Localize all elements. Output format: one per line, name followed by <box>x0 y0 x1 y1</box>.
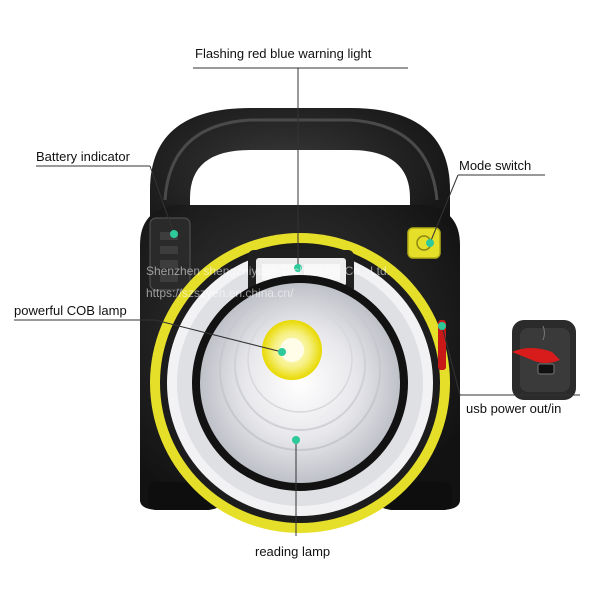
label-flashing-warning-light: Flashing red blue warning light <box>195 46 372 61</box>
label-battery-indicator: Battery indicator <box>36 149 130 164</box>
cob-reflector <box>200 283 400 483</box>
mode-switch-button <box>407 227 441 259</box>
watermark-url: https://szszyen.en.china.cn/ <box>146 286 294 300</box>
marker-usb <box>438 322 446 330</box>
label-reading-lamp: reading lamp <box>255 544 331 559</box>
marker-mode <box>426 239 434 247</box>
marker-battery <box>170 230 178 238</box>
marker-reading <box>292 436 300 444</box>
label-usb-power: usb power out/in <box>466 401 562 416</box>
marker-cob <box>278 348 286 356</box>
handle <box>150 108 450 265</box>
label-mode-switch: Mode switch <box>459 158 532 173</box>
label-cob-lamp: powerful COB lamp <box>14 303 127 318</box>
marker-warning <box>294 264 302 272</box>
watermark-company: Shenzhen shengzhiyuan Technology Co., Lt… <box>146 264 390 278</box>
